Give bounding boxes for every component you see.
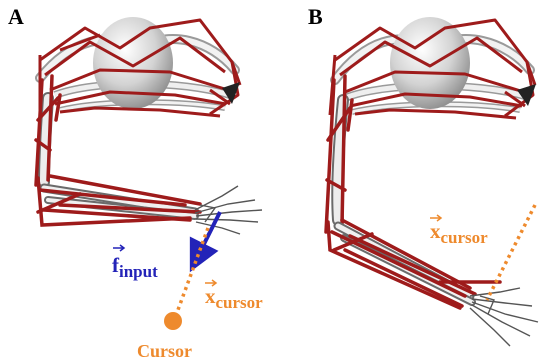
panel-b-hand [470, 288, 538, 346]
svg-text:xcursor: xcursor [205, 284, 263, 312]
svg-text:xcursor: xcursor [430, 219, 488, 247]
cursor-marker [164, 312, 182, 330]
svg-text:finput: finput [112, 253, 158, 281]
panel-b-cursor-line [487, 205, 535, 300]
panel-a-cursor-line [175, 228, 208, 318]
panel-a-cursor-position-label: xcursor [205, 280, 263, 312]
cursor-label: Cursor [137, 341, 192, 361]
panel-a-label: A [8, 4, 24, 29]
force-input-label: finput [112, 245, 158, 281]
panel-b-label: B [308, 4, 323, 29]
panel-b-cursor-position-label: xcursor [430, 215, 488, 247]
panel-b: B [308, 4, 538, 346]
panel-a: A [8, 4, 263, 361]
panel-a-hand [195, 186, 262, 234]
